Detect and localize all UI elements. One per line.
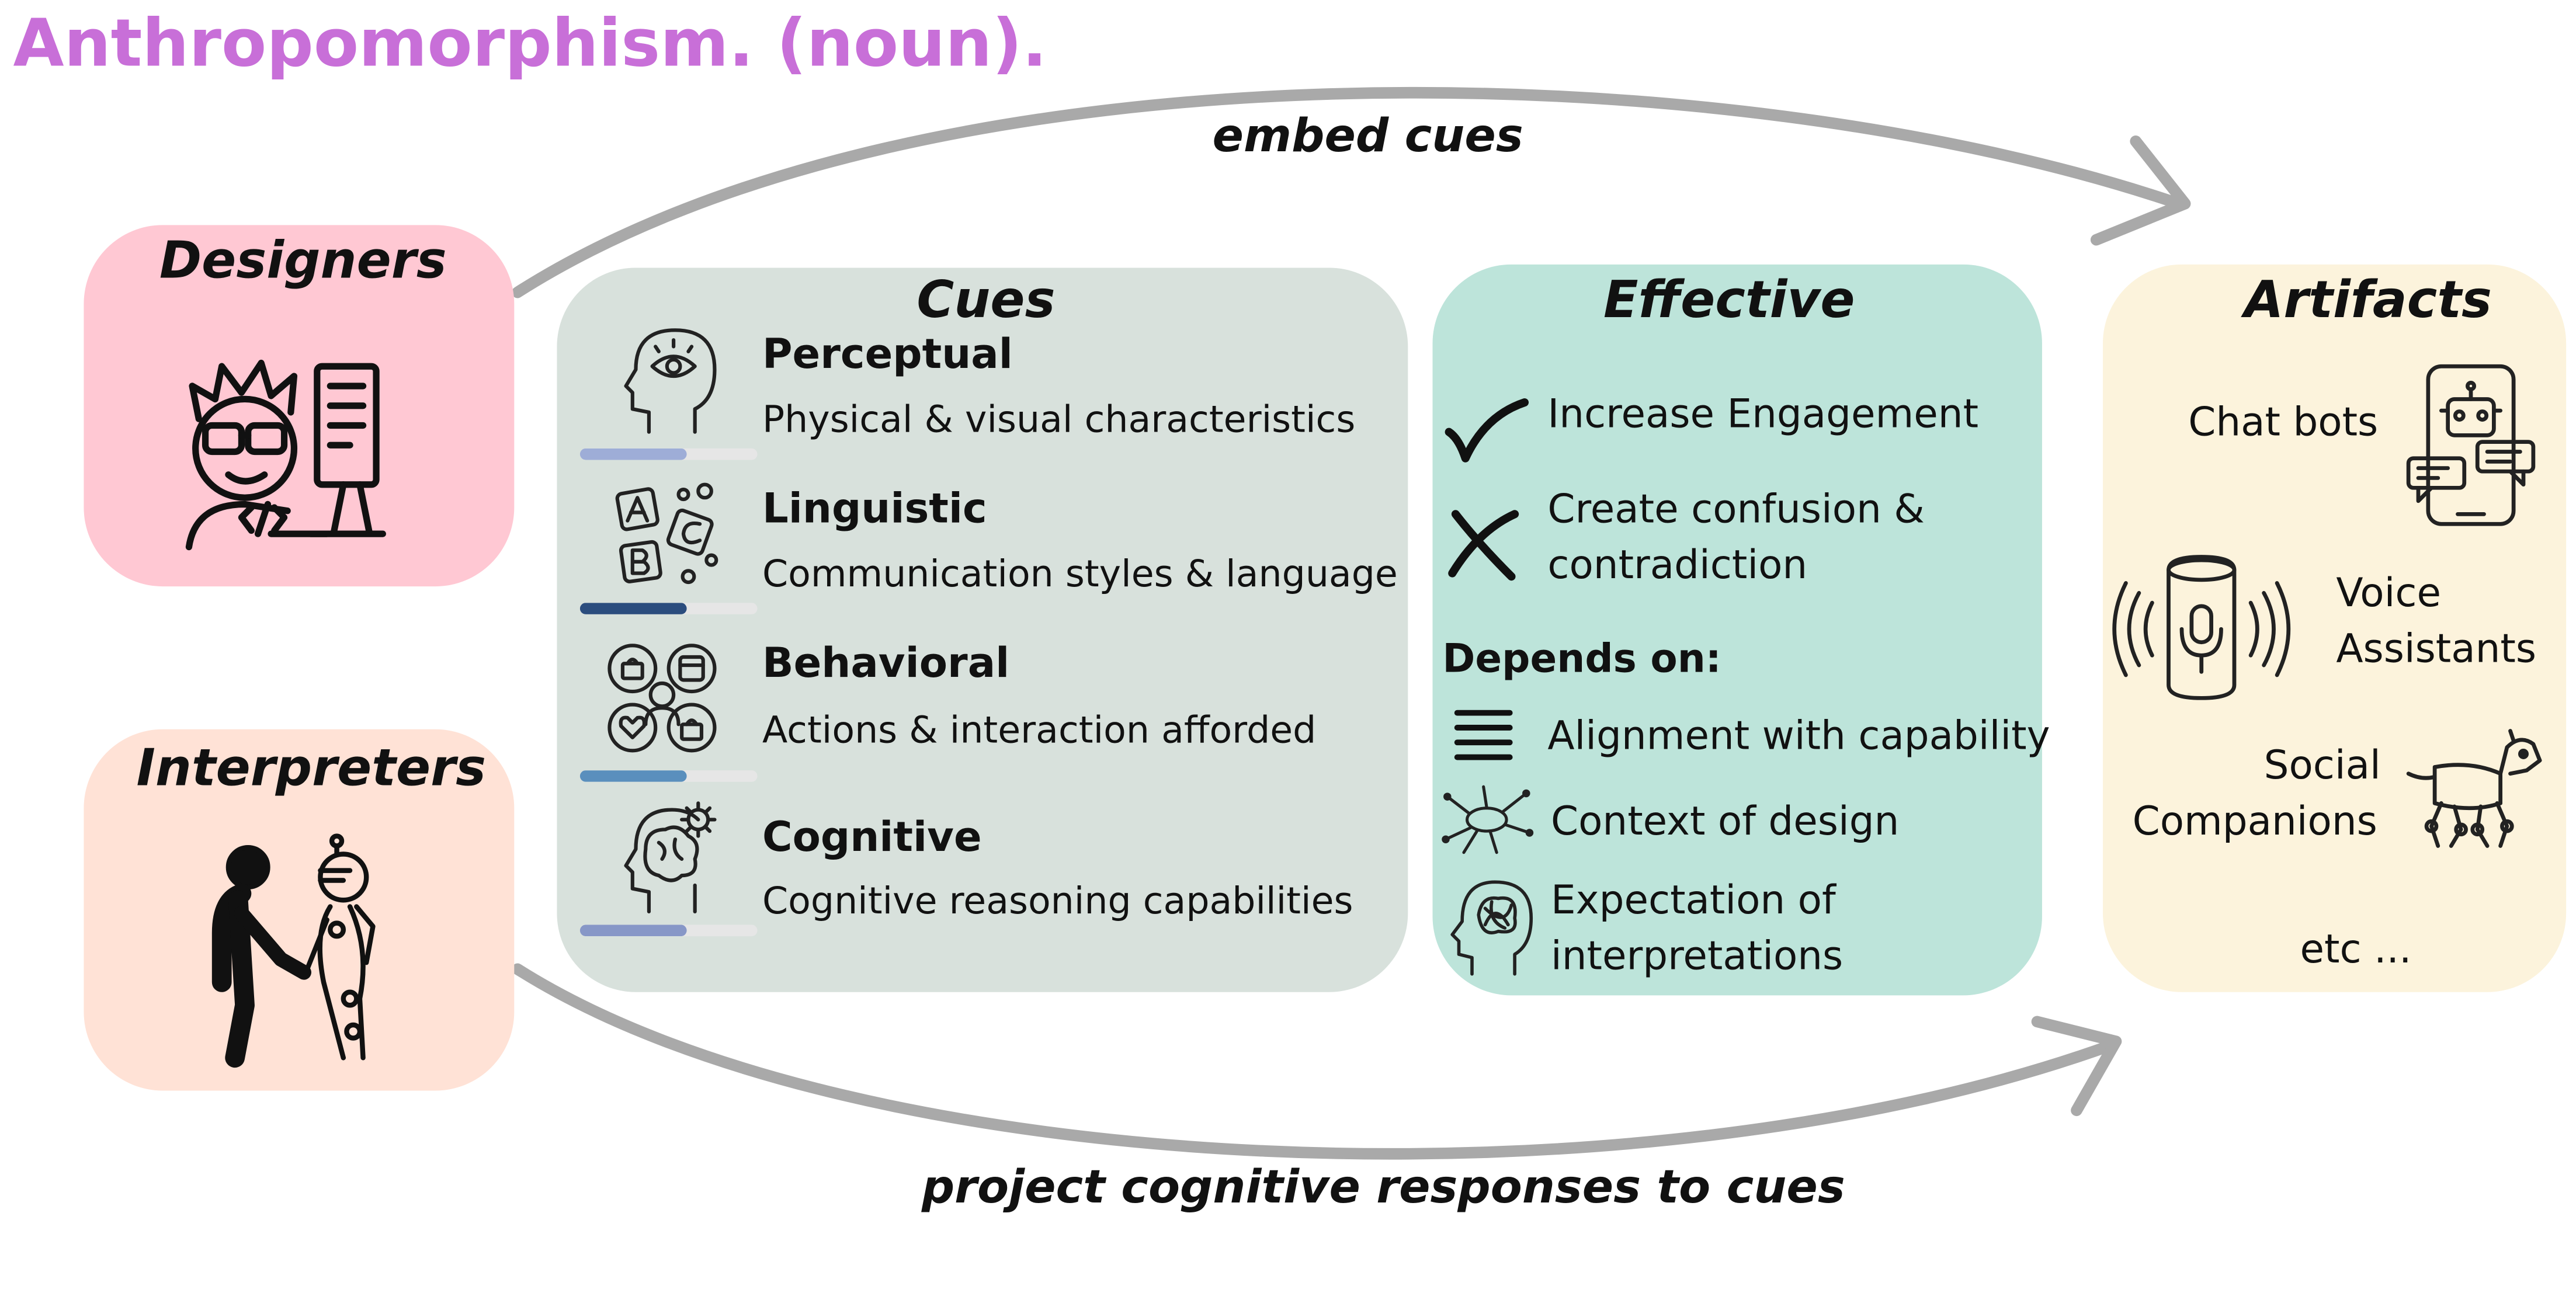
cue-desc-cognitive: Cognitive reasoning capabilities (762, 880, 1353, 923)
head-with-eye-icon (624, 328, 717, 434)
depends-on-title: Depends on: (1442, 635, 1721, 682)
effective-box: Effective Increase Engagement Create con… (1432, 264, 2050, 996)
cue-bar-fill (579, 924, 687, 937)
cue-bar-fill (579, 770, 687, 782)
cue-desc-perceptual: Physical & visual characteristics (762, 399, 1356, 442)
phone-chatbot-icon (2406, 364, 2536, 526)
cue-name-linguistic: Linguistic (762, 484, 987, 533)
cue-bar-perceptual (579, 448, 758, 460)
letter-blocks-icon (615, 482, 718, 585)
cue-desc-linguistic: Communication styles & language (762, 553, 1398, 596)
network-nodes-icon (1442, 785, 1534, 854)
cue-name-cognitive: Cognitive (762, 813, 982, 861)
cue-bar-linguistic (579, 603, 758, 614)
artifact-social-line2: Companions (2132, 798, 2377, 844)
robot-dog-icon (2406, 729, 2542, 848)
outcome-engagement: Increase Engagement (1547, 391, 1979, 437)
interpreters-box: Interpreters (84, 729, 515, 1091)
outcome-confusion-line1: Create confusion & (1547, 486, 1925, 533)
designer-at-computer-icon (185, 359, 386, 551)
page-title: Anthropomorphism. (noun). (13, 6, 1047, 82)
head-with-gear-icon (624, 801, 717, 914)
smart-speaker-icon (2112, 555, 2291, 700)
cue-bar-cognitive (579, 924, 758, 937)
artifact-voice-line2: Assistants (2336, 625, 2537, 672)
top-arrowhead (2090, 135, 2191, 246)
cue-desc-behavioral: Actions & interaction afforded (762, 710, 1317, 753)
artifacts-heading: Artifacts (2244, 271, 2492, 331)
checkmark-icon (1445, 398, 1529, 463)
cue-name-perceptual: Perceptual (762, 330, 1013, 378)
artifact-chat-bots: Chat bots (2188, 399, 2379, 446)
top-arrow-label: embed cues (1212, 108, 1523, 163)
cue-bar-fill (579, 448, 687, 460)
cue-name-behavioral: Behavioral (762, 639, 1010, 687)
designers-box: Designers (84, 225, 515, 587)
cues-box: Cues Perceptual Physical & visual charac… (557, 267, 1408, 992)
cues-heading: Cues (916, 271, 1056, 331)
outcome-confusion-line2: contradiction (1547, 542, 1808, 588)
cue-bar-behavioral (579, 770, 758, 782)
designers-heading: Designers (159, 231, 447, 291)
artifact-etc: etc ... (2300, 926, 2412, 972)
depends-alignment: Alignment with capability (1547, 712, 2050, 759)
horizontal-lines-icon (1454, 710, 1513, 760)
effective-heading: Effective (1603, 271, 1855, 331)
interpreters-heading: Interpreters (136, 739, 487, 798)
artifact-voice-line1: Voice (2336, 569, 2442, 616)
artifact-social-line1: Social (2263, 742, 2381, 788)
person-with-interaction-bubbles-icon (607, 644, 717, 753)
top-arrow-curve (512, 86, 2185, 298)
bottom-arrowhead (2031, 1016, 2122, 1117)
cross-icon (1448, 510, 1519, 581)
bottom-arrow-label: project cognitive responses to cues (921, 1159, 1845, 1214)
depends-context: Context of design (1551, 798, 1900, 844)
person-shaking-hands-with-robot-icon (211, 833, 376, 1068)
bottom-arrow-curve (512, 963, 2119, 1160)
depends-expectation-line2: interpretations (1551, 933, 1844, 979)
artifacts-box: Artifacts Chat bots Voice Assistants Soc… (2103, 264, 2567, 992)
cue-bar-fill (579, 603, 687, 614)
head-with-tangled-thoughts-icon (1450, 880, 1533, 976)
depends-expectation-line1: Expectation of (1551, 877, 1836, 923)
